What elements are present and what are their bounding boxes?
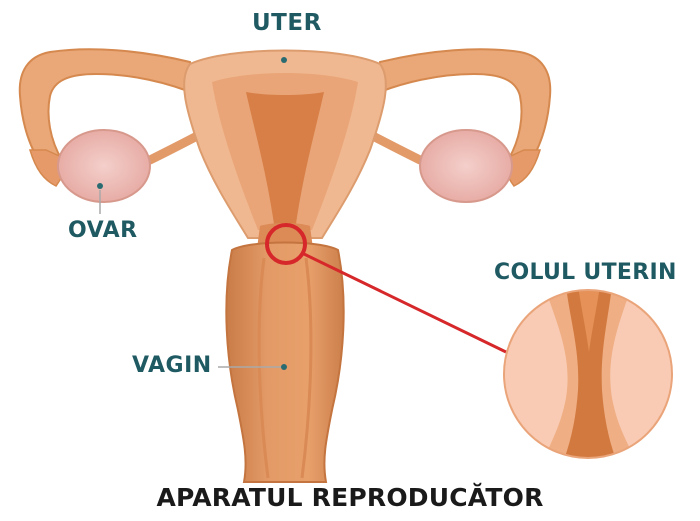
diagram-caption: APARATUL REPRODUCĂTOR — [0, 483, 700, 512]
label-ovar: OVAR — [68, 218, 138, 243]
ovar-pointer-dot — [97, 183, 103, 189]
left-ovary — [58, 130, 150, 202]
label-colul-uterin: COLUL UTERIN — [494, 260, 677, 285]
vagina — [226, 243, 343, 483]
cervix-zoom-view — [500, 286, 680, 470]
label-vagin: VAGIN — [132, 353, 212, 378]
vagin-pointer-dot — [281, 364, 287, 370]
label-uter: UTER — [252, 10, 322, 36]
uter-pointer-dot — [281, 57, 287, 63]
right-ovary — [420, 130, 512, 202]
